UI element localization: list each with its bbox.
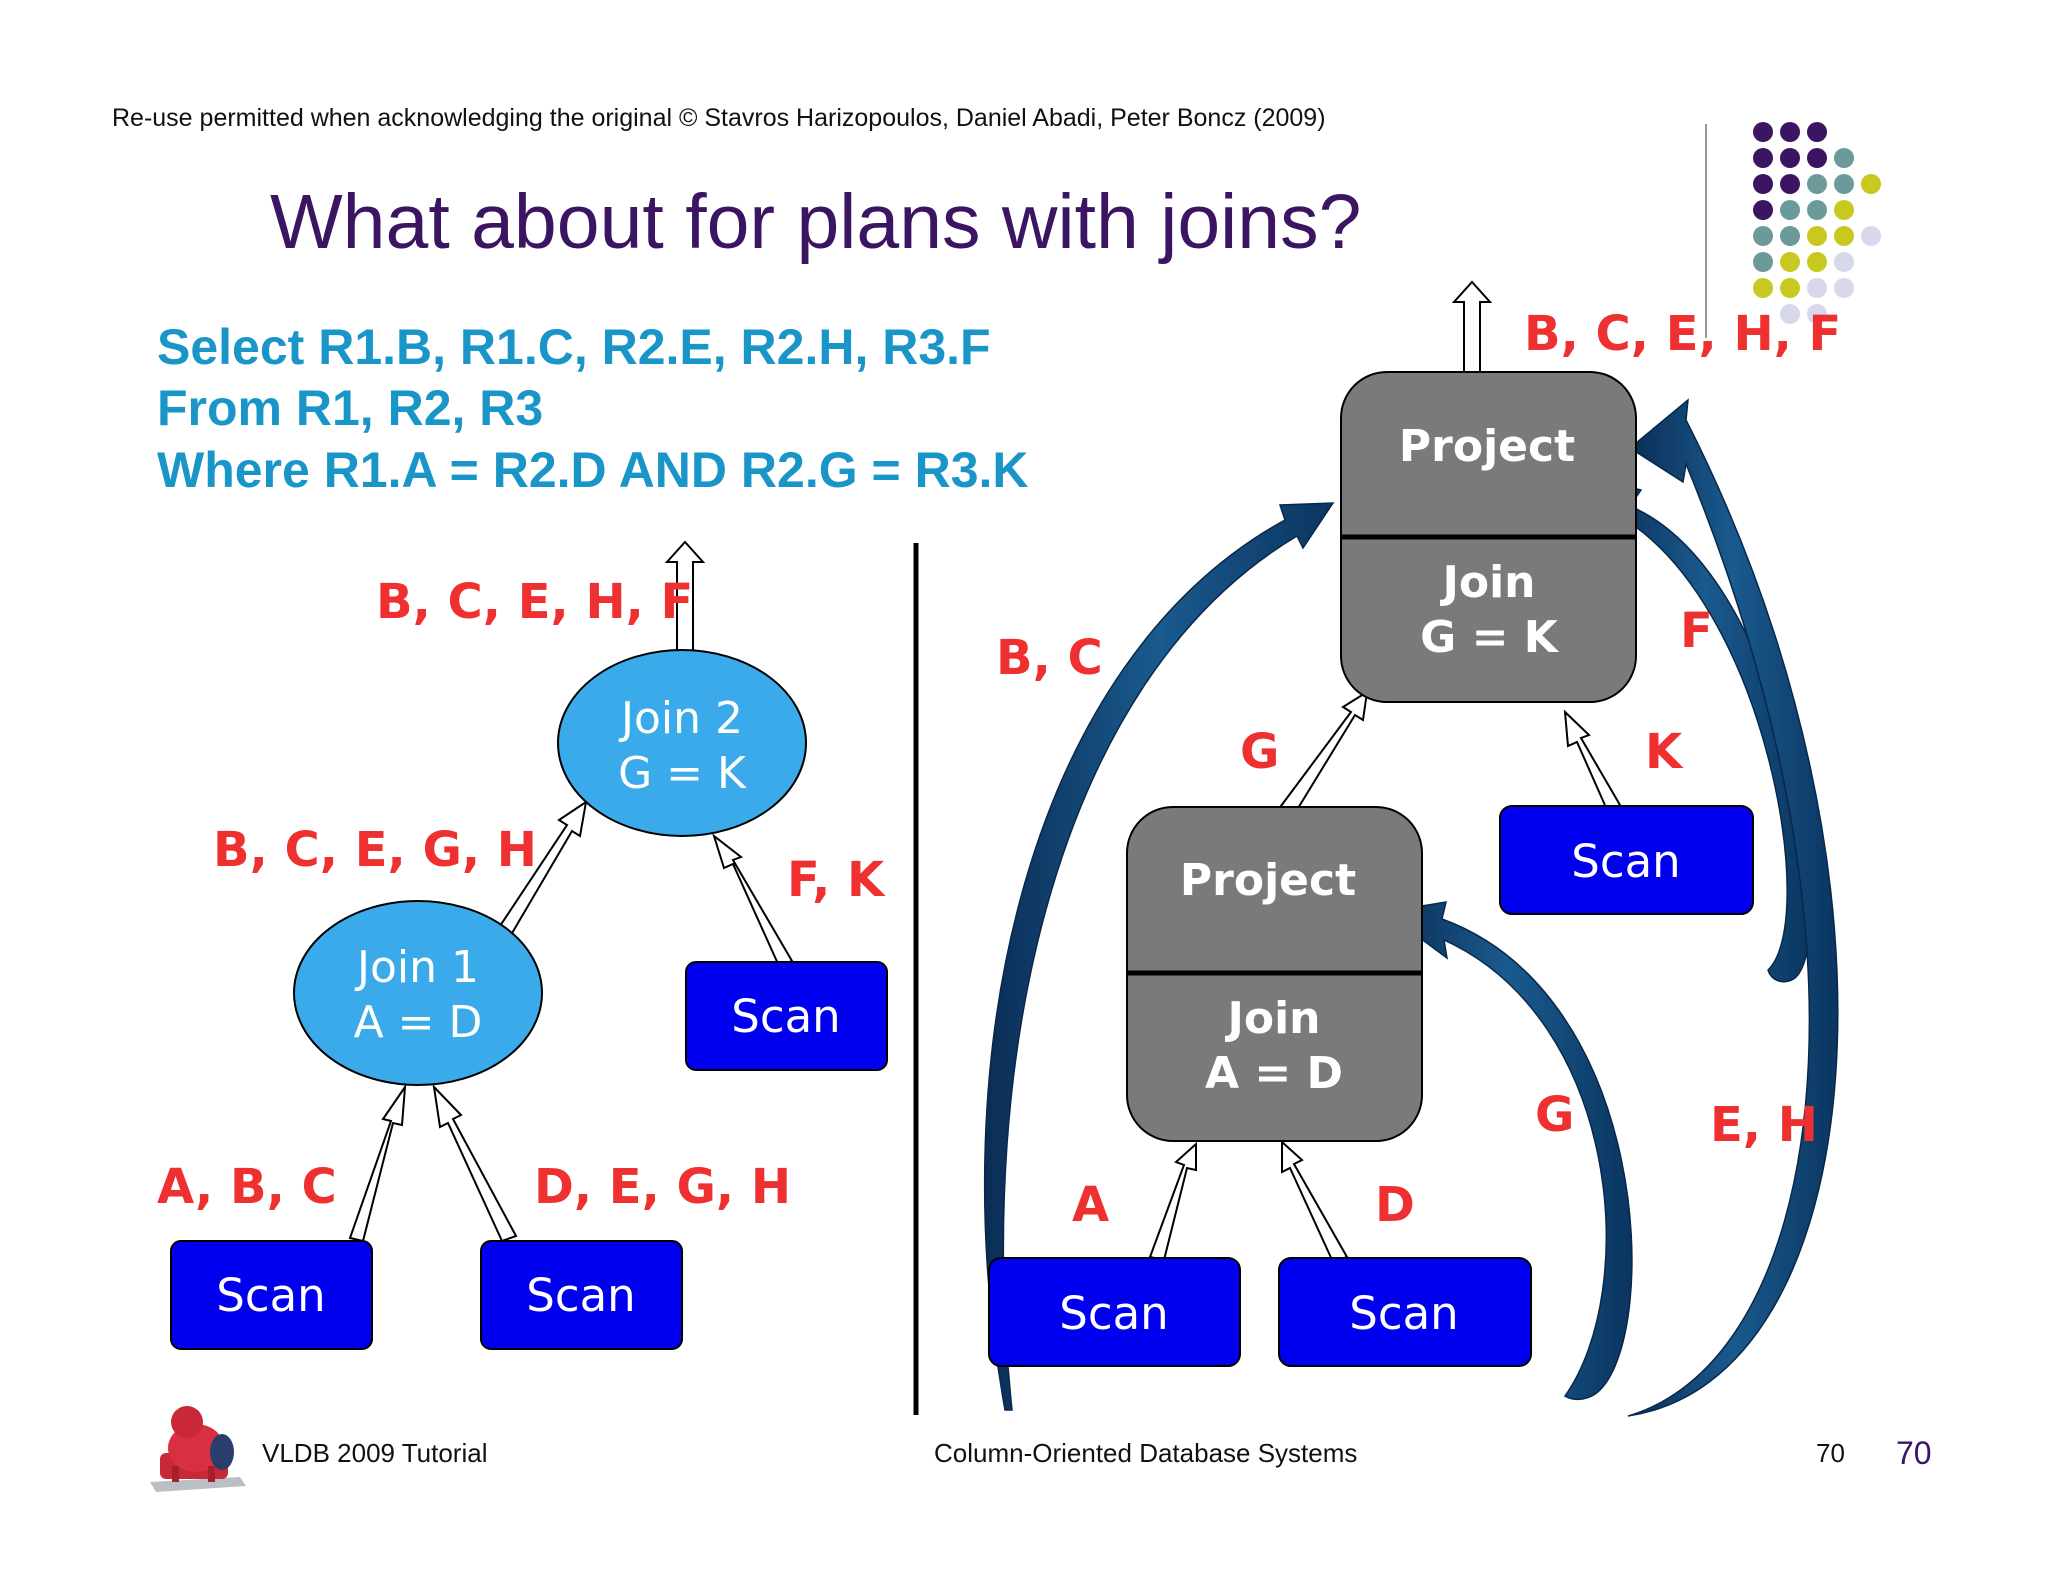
mid-join-label: Join [1224,993,1320,1044]
arrow-scan1-join1 [348,1083,407,1243]
right-g-column-low: G [1535,1087,1574,1143]
copyright-notice: Re-use permitted when acknowledging the … [112,104,1326,132]
top-project-label: Project [1399,421,1575,472]
right-f-column: F [1680,603,1713,659]
join1-node: Join 1 A = D [293,900,543,1086]
arrow-scan3-top [1563,709,1622,814]
lion-logo-icon [150,1406,246,1492]
right-output-columns: B, C, E, H, F [1524,306,1841,362]
left-r1-columns: A, B, C [157,1159,337,1215]
right-scan-r1-label: Scan [1059,1287,1168,1340]
left-scan-r3: Scan [685,961,888,1071]
left-scan-r1: Scan [170,1240,373,1350]
right-g-column-top: G [1240,724,1279,780]
arrow-join1-join2 [494,799,588,942]
left-scan-r3-label: Scan [731,990,840,1043]
left-r3-columns: F, K [787,852,886,908]
mid-project-label: Project [1180,855,1356,906]
join1-condition: A = D [354,997,483,1048]
bypass-arrow-eh [1627,398,1839,1417]
query-select-line: Select R1.B, R1.C, R2.E, R2.H, R3.F [157,319,991,375]
top-join-label: Join [1439,557,1535,608]
footer-venue: VLDB 2009 Tutorial [262,1438,487,1468]
left-output-columns: B, C, E, H, F [376,574,693,630]
footer-page-small: 70 [1816,1438,1845,1468]
bypass-arrow-bc [983,502,1335,1411]
join2-title: Join 2 [618,693,743,744]
right-scan-r1: Scan [988,1257,1241,1367]
top-join-condition: G = K [1420,612,1560,663]
right-plan-arrows [1148,280,1622,1264]
right-eh-columns: E, H [1710,1097,1818,1153]
top-project-join-box: Project Join G = K [1340,371,1637,703]
arrow-scan2-join1 [432,1084,518,1243]
mid-join-condition: A = D [1205,1048,1343,1099]
right-a-column: A [1072,1177,1109,1233]
mid-project-join-box: Project Join A = D [1126,806,1423,1142]
left-scan-r1-label: Scan [216,1269,325,1322]
left-scan-r2-label: Scan [526,1269,635,1322]
arrow-scan2-mid [1281,1139,1349,1264]
left-plan-arrows [348,540,794,1243]
footer-page-large: 70 [1896,1435,1932,1471]
query-from-line: From R1, R2, R3 [157,380,543,436]
arrow-mid-top [1276,690,1369,820]
right-scan-r2-label: Scan [1349,1287,1458,1340]
right-d-column: D [1375,1177,1415,1233]
slide-title: What about for plans with joins? [270,179,1361,265]
right-scan-r3: Scan [1499,805,1754,915]
query-where-line: Where R1.A = R2.D AND R2.G = R3.K [157,442,1029,498]
left-r2-columns: D, E, G, H [534,1159,791,1215]
join2-condition: G = K [618,748,747,799]
bypass-arrow-g [1383,901,1633,1401]
arrow-output-right [1451,280,1493,373]
dot-grid-decoration-icon [1753,122,1881,324]
arrow-scan3-join2 [712,833,794,968]
right-bc-columns: B, C [996,630,1103,686]
arrow-output-left [664,540,706,653]
arrow-scan1-mid [1148,1141,1197,1262]
left-join1-output-columns: B, C, E, G, H [213,822,537,878]
footer-course: Column-Oriented Database Systems [934,1438,1357,1468]
join1-title: Join 1 [354,942,479,993]
right-scan-r3-label: Scan [1571,835,1680,888]
right-k-column: K [1645,724,1684,780]
join2-node: Join 2 G = K [557,649,807,837]
left-scan-r2: Scan [480,1240,683,1350]
right-scan-r2: Scan [1278,1257,1532,1367]
